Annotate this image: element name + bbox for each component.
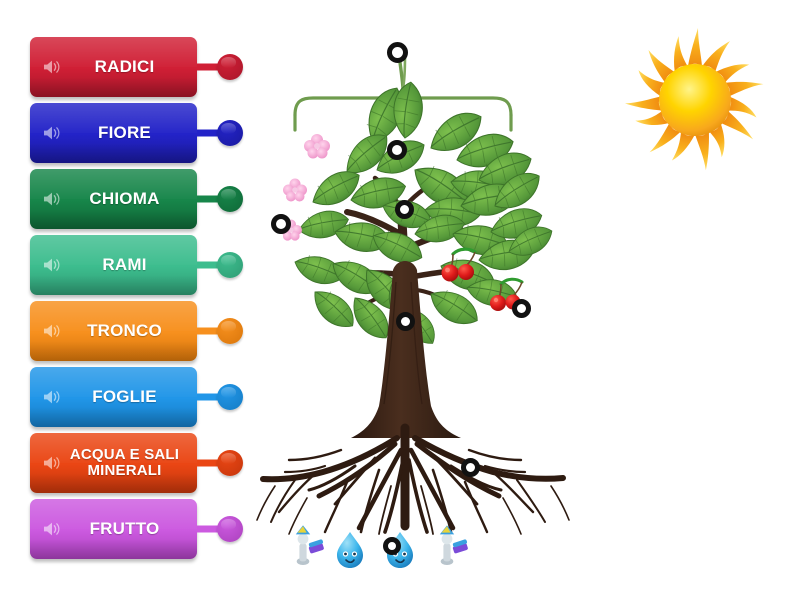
speaker-icon[interactable] (42, 257, 62, 273)
connector-stem (197, 327, 223, 335)
label-connector-frutto[interactable] (197, 499, 252, 559)
connector-stem (197, 459, 223, 467)
connector-knob[interactable] (217, 252, 243, 278)
label-row-frutto: FRUTTO (30, 499, 250, 559)
speaker-icon[interactable] (42, 191, 62, 207)
marker-flower[interactable] (271, 214, 291, 234)
label-connector-radici[interactable] (197, 37, 252, 97)
connector-knob[interactable] (217, 120, 243, 146)
connector-stem (197, 63, 223, 71)
label-row-radici: RADICI (30, 37, 250, 97)
label-list: RADICI FIORE CHIOMA RAMI TRONCO FOGLIE ACQUA E… (30, 37, 250, 565)
speaker-icon (44, 192, 60, 206)
marker-upper-leaf[interactable] (387, 140, 407, 160)
label-row-rami: RAMI (30, 235, 250, 295)
label-connector-chioma[interactable] (197, 169, 252, 229)
label-connector-fiore[interactable] (197, 103, 252, 163)
marker-trunk[interactable] (395, 311, 415, 331)
label-text-frutto: FRUTTO (89, 519, 160, 539)
connector-stem (197, 129, 223, 137)
label-text-radici: RADICI (94, 57, 155, 77)
marker-fruit[interactable] (511, 298, 531, 318)
label-row-foglie: FOGLIE (30, 367, 250, 427)
label-row-fiore: FIORE (30, 103, 250, 163)
tree-trunk (351, 261, 461, 438)
speaker-icon[interactable] (42, 521, 62, 537)
sun-rays (624, 28, 764, 171)
speaker-icon[interactable] (42, 323, 62, 339)
speaker-icon (44, 390, 60, 404)
speaker-icon[interactable] (42, 59, 62, 75)
speaker-icon[interactable] (42, 455, 62, 471)
label-band-frutto[interactable]: FRUTTO (30, 499, 197, 559)
speaker-icon (44, 456, 60, 470)
label-band-fiore[interactable]: FIORE (30, 103, 197, 163)
connector-knob[interactable] (217, 54, 243, 80)
connector-knob[interactable] (217, 516, 243, 542)
label-text-acqua: ACQUA E SALI MINERALI (69, 446, 180, 479)
label-band-acqua[interactable]: ACQUA E SALI MINERALI (30, 433, 197, 493)
label-row-tronco: TRONCO (30, 301, 250, 361)
label-band-rami[interactable]: RAMI (30, 235, 197, 295)
label-connector-acqua[interactable] (197, 433, 252, 493)
label-band-foglie[interactable]: FOGLIE (30, 367, 197, 427)
label-band-tronco[interactable]: TRONCO (30, 301, 197, 361)
speaker-icon (44, 258, 60, 272)
marker-top-stem[interactable] (386, 41, 408, 63)
speaker-icon (44, 324, 60, 338)
label-connector-rami[interactable] (197, 235, 252, 295)
label-row-chioma: CHIOMA (30, 169, 250, 229)
label-band-radici[interactable]: RADICI (30, 37, 197, 97)
speaker-icon (44, 126, 60, 140)
speaker-icon (44, 522, 60, 536)
label-text-tronco: TRONCO (87, 321, 162, 341)
connector-stem (197, 261, 223, 269)
label-text-chioma: CHIOMA (89, 189, 160, 209)
label-row-acqua: ACQUA E SALI MINERALI (30, 433, 250, 493)
tree-roots (256, 423, 570, 535)
label-text-foglie: FOGLIE (92, 387, 157, 407)
connector-knob[interactable] (217, 384, 243, 410)
sun-illustration (620, 25, 770, 175)
speaker-icon[interactable] (42, 125, 62, 141)
marker-roots[interactable] (460, 457, 480, 477)
sun-core (659, 64, 731, 136)
connector-knob[interactable] (217, 318, 243, 344)
speaker-icon (44, 60, 60, 74)
connector-stem (197, 195, 223, 203)
connector-stem (197, 525, 223, 533)
label-connector-foglie[interactable] (197, 367, 252, 427)
connector-knob[interactable] (217, 450, 243, 476)
connector-knob[interactable] (217, 186, 243, 212)
connector-stem (197, 393, 223, 401)
label-band-chioma[interactable]: CHIOMA (30, 169, 197, 229)
label-text-rami: RAMI (102, 255, 147, 275)
water-and-minerals (295, 525, 468, 568)
label-connector-tronco[interactable] (197, 301, 252, 361)
marker-water[interactable] (383, 537, 401, 555)
marker-branch[interactable] (394, 199, 414, 219)
label-text-fiore: FIORE (98, 123, 151, 143)
speaker-icon[interactable] (42, 389, 62, 405)
